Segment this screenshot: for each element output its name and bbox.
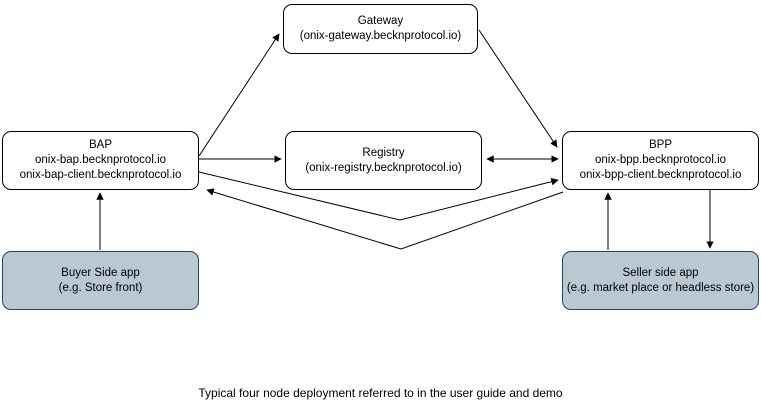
buyer-side-app-node: Buyer Side app (e.g. Store front) (2, 251, 199, 310)
bap-title: BAP (88, 139, 112, 151)
seller-app-title: Seller side app (622, 266, 699, 279)
diagram-caption: Typical four node deployment referred to… (198, 386, 563, 400)
seller-side-app-node: Seller side app (e.g. market place or he… (562, 251, 759, 310)
bap-node: BAP onix-bap.becknprotocol.io onix-bap-c… (2, 131, 199, 190)
registry-node: Registry (onix-registry.becknprotocol.io… (285, 131, 482, 190)
bap-url: onix-bap.becknprotocol.io (34, 154, 167, 166)
edge-bpp-to-bap-arrow (206, 188, 564, 250)
edge-gateway-to-bpp-arrow (478, 29, 558, 148)
bpp-title: BPP (648, 139, 672, 151)
bpp-node: BPP onix-bpp.becknprotocol.io onix-bpp-c… (562, 131, 759, 190)
bpp-url: onix-bpp.becknprotocol.io (594, 154, 727, 166)
gateway-node: Gateway (onix-gateway.becknprotocol.io) (283, 4, 478, 54)
seller-app-example: (e.g. market place or headless store) (566, 281, 755, 294)
registry-title: Registry (362, 146, 405, 159)
buyer-app-title: Buyer Side app (61, 266, 140, 279)
gateway-url: (onix-gateway.becknprotocol.io) (299, 30, 462, 42)
edge-bap-to-bpp-arrow (198, 171, 559, 221)
registry-url: (onix-registry.becknprotocol.io) (305, 161, 462, 174)
bap-client-url: onix-bap-client.becknprotocol.io (19, 169, 182, 181)
buyer-app-example: (e.g. Store front) (58, 281, 143, 294)
bpp-client-url: onix-bpp-client.becknprotocol.io (579, 169, 742, 181)
edge-bap-to-gateway-arrow (198, 33, 280, 157)
gateway-title: Gateway (357, 15, 404, 27)
